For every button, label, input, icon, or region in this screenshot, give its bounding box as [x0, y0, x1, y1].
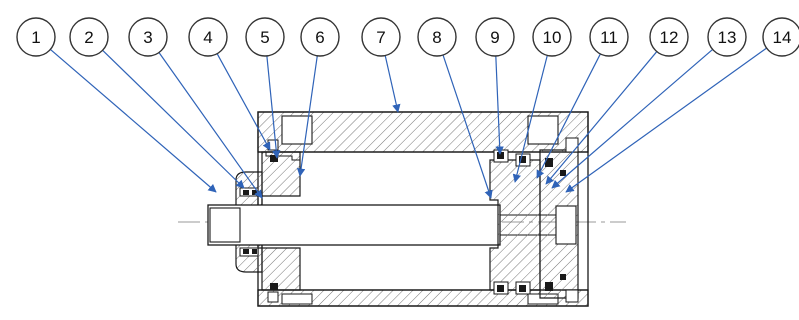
callout-balloon-2: 2 — [69, 17, 109, 57]
balloon-circle — [417, 17, 457, 57]
balloon-circle — [300, 17, 340, 57]
leader-line-13 — [551, 48, 714, 189]
callout-number: 5 — [260, 28, 269, 47]
callout-number: 1 — [31, 28, 40, 47]
balloon-circle — [188, 17, 228, 57]
balloon-circle — [69, 17, 109, 57]
callout-number: 3 — [143, 28, 152, 47]
leader-line-11 — [536, 53, 601, 179]
leader-lines — [50, 47, 767, 199]
callout-balloon-9: 9 — [475, 17, 515, 57]
callout-balloon-6: 6 — [300, 17, 340, 57]
leader-line-8 — [442, 54, 493, 199]
leader-line-4 — [216, 53, 271, 151]
callout-number: 10 — [543, 28, 562, 47]
callout-balloon-8: 8 — [417, 17, 457, 57]
leader-line-6 — [296, 55, 318, 177]
rear-end-cap — [539, 137, 579, 303]
callout-balloon-1: 1 — [16, 17, 56, 57]
leader-line-2 — [102, 49, 245, 189]
balloon-circle — [475, 17, 515, 57]
callout-number: 14 — [773, 28, 792, 47]
callout-number: 9 — [490, 28, 499, 47]
balloon-circle — [16, 17, 56, 57]
piston — [489, 149, 541, 295]
callout-balloon-13: 13 — [707, 17, 747, 57]
callout-balloon-7: 7 — [361, 17, 401, 57]
callout-balloon-4: 4 — [188, 17, 228, 57]
balloon-circle — [128, 17, 168, 57]
callout-number: 4 — [203, 28, 212, 47]
callout-number: 2 — [84, 28, 93, 47]
leader-line-5 — [266, 55, 281, 159]
callout-number: 11 — [600, 28, 618, 47]
leader-line-9 — [495, 55, 504, 155]
leader-line-14 — [565, 47, 767, 193]
callout-number: 8 — [432, 28, 441, 47]
callout-balloon-11: 11 — [589, 17, 629, 57]
balloon-circle — [532, 17, 572, 57]
callout-balloon-3: 3 — [128, 17, 168, 57]
callout-balloon-10: 10 — [532, 17, 572, 57]
piston-rod — [207, 204, 560, 246]
callout-number: 7 — [376, 28, 385, 47]
callout-balloon-5: 5 — [245, 17, 285, 57]
callout-balloon-14: 14 — [762, 17, 799, 57]
leader-line-1 — [50, 48, 217, 193]
cylinder-barrel — [257, 111, 589, 307]
callout-number: 13 — [718, 28, 737, 47]
leader-line-7 — [384, 55, 401, 113]
balloon-circle — [589, 17, 629, 57]
balloon-circle — [361, 17, 401, 57]
callout-number: 12 — [660, 28, 679, 47]
balloon-circle — [245, 17, 285, 57]
callout-number: 6 — [315, 28, 324, 47]
leader-line-10 — [512, 55, 548, 183]
callout-balloon-12: 12 — [649, 17, 689, 57]
leader-line-3 — [158, 52, 263, 199]
balloon-circle — [707, 17, 747, 57]
balloon-circle — [649, 17, 689, 57]
balloon-circle — [762, 17, 799, 57]
leader-line-12 — [545, 51, 658, 185]
